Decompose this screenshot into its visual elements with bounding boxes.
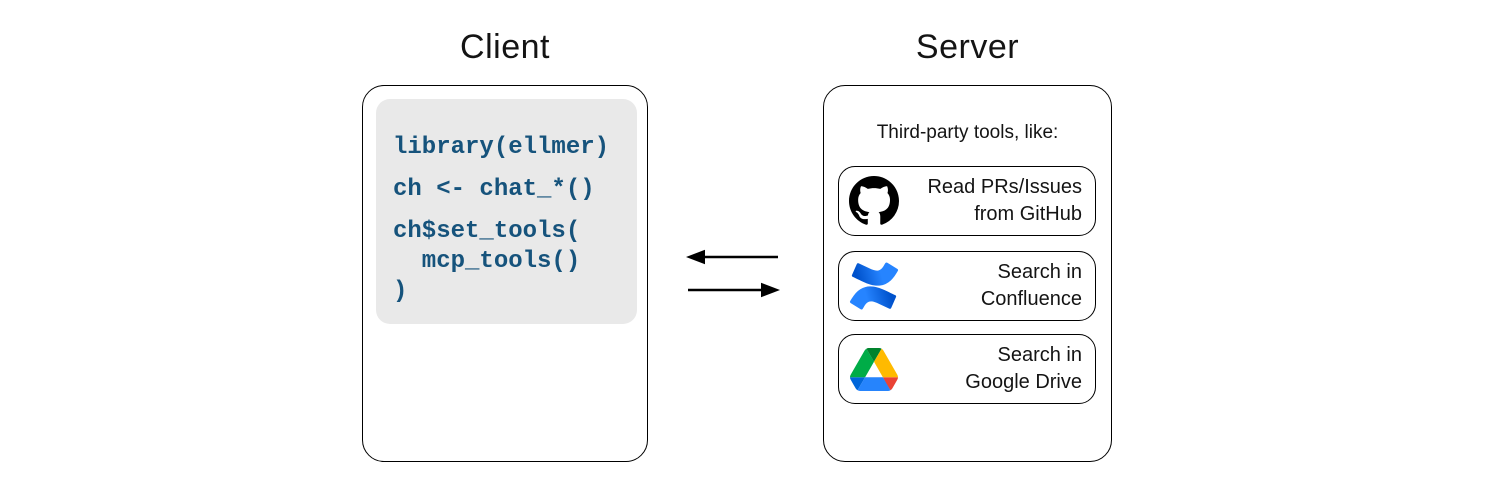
arrow-client-to-server [688, 282, 780, 298]
server-box: Third-party tools, like: Read PRs/Issues… [823, 85, 1112, 462]
tool-label-line: Read PRs/Issues [927, 176, 1082, 198]
code-line: ch <- chat_*() [393, 176, 595, 203]
tool-card-confluence: Search in Confluence [838, 251, 1096, 321]
bidirectional-arrows [686, 249, 780, 298]
arrow-server-to-client [686, 249, 778, 265]
client-box: library(ellmer) ch <- chat_*() ch$set_to… [362, 85, 648, 462]
tool-card-github: Read PRs/Issues from GitHub [838, 166, 1096, 236]
code-line: library(ellmer) [393, 134, 610, 161]
tool-card-github-label: Read PRs/Issues from GitHub [899, 174, 1095, 228]
tool-card-google-drive-label: Search in Google Drive [899, 342, 1095, 396]
tool-label-line: Confluence [980, 288, 1082, 310]
google-drive-icon [849, 344, 899, 394]
tool-label-line: Search in [997, 261, 1083, 283]
tool-label-line: Google Drive [965, 371, 1082, 393]
github-icon [849, 176, 899, 226]
r-code-block: library(ellmer) ch <- chat_*() ch$set_to… [376, 99, 637, 324]
tool-label-line: Search in [997, 344, 1083, 366]
confluence-icon [849, 261, 899, 311]
server-subtitle: Third-party tools, like: [876, 122, 1059, 143]
code-line: mcp_tools() [393, 248, 581, 275]
tool-card-google-drive: Search in Google Drive [838, 334, 1096, 404]
server-title: Server [915, 28, 1020, 66]
code-line: ch$set_tools( [393, 218, 581, 245]
tool-label-line: from GitHub [974, 203, 1082, 225]
client-title: Client [460, 28, 550, 66]
tool-card-confluence-label: Search in Confluence [899, 259, 1095, 313]
code-line: ) [393, 278, 408, 305]
